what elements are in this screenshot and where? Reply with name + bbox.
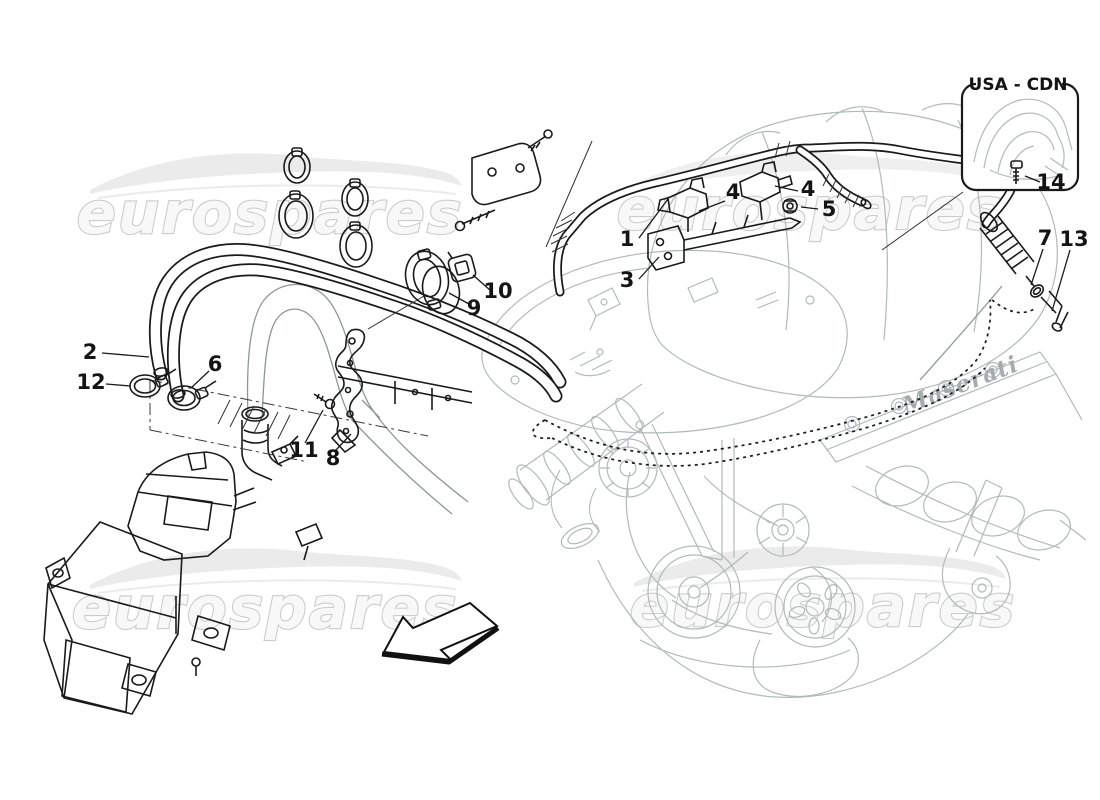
bracket-plate-and-screws [454, 129, 553, 232]
bolt-part-11 [313, 393, 336, 410]
hose-clamp-6 [167, 380, 217, 411]
purge-valve-right-4 [739, 161, 793, 221]
callout-14: 14 [1036, 170, 1065, 194]
hatch-band [217, 399, 291, 440]
hose-clamp-12 [129, 368, 177, 398]
clip-part-10 [447, 251, 477, 283]
cam-cover [819, 351, 1087, 541]
callout-4-left: 4 [726, 180, 741, 204]
reference-lines [367, 140, 964, 330]
callout-3: 3 [620, 268, 635, 292]
usa-cdn-inset: USA - CDN [960, 75, 1080, 192]
flex-hose-hatching [822, 173, 860, 208]
cover-emblem [569, 348, 613, 377]
accessory-drive [597, 423, 969, 698]
throttle-intake-tube [508, 383, 665, 510]
breather-hoses [148, 242, 567, 403]
engine-mount-arm [941, 479, 1011, 615]
intake-duct-arch [246, 283, 469, 515]
callout-13: 13 [1059, 227, 1088, 251]
plenum-front-cover [481, 249, 848, 434]
callout-1: 1 [620, 227, 635, 251]
mounting-rail [337, 365, 473, 410]
callout-4-right: 4 [801, 177, 816, 201]
damper-and-elbow [979, 211, 1069, 332]
watermark-text-top-left: eurospares [77, 179, 464, 247]
intake-plenum [646, 103, 1058, 399]
cam-ports [851, 465, 1071, 561]
inset-region-label: USA - CDN [969, 75, 1068, 95]
maserati-script: Maserati [898, 351, 1023, 420]
callout-8: 8 [326, 446, 341, 470]
inset-manifold-art [973, 98, 1073, 180]
callout-12: 12 [76, 370, 105, 394]
airbox-assembly [43, 406, 324, 715]
frame-construction-lines [149, 365, 473, 463]
water-elbow-pipe [550, 469, 601, 549]
direction-arrow [381, 601, 500, 665]
callout-numbers: 1 2 3 4 4 5 6 7 8 9 10 11 12 13 14 [76, 170, 1088, 470]
callout-11: 11 [289, 438, 318, 462]
dipstick-line [919, 285, 1003, 381]
leader-lines [101, 175, 1071, 451]
callout-2: 2 [83, 340, 98, 364]
bracket-part-8 [330, 328, 366, 454]
bolt-part-14 [1010, 160, 1023, 184]
bracket-part-3 [647, 214, 802, 271]
nut-part-5 [782, 198, 798, 214]
callout-6: 6 [208, 352, 223, 376]
clip-grommet-cluster [278, 147, 373, 268]
vacuum-routing-dotted [531, 299, 1037, 467]
callout-5: 5 [822, 197, 837, 221]
pipe-wrap-hatching [550, 140, 791, 253]
callout-10: 10 [483, 279, 512, 303]
clamp-part-9 [404, 248, 461, 315]
callout-9: 9 [467, 296, 482, 320]
callout-7: 7 [1038, 226, 1053, 250]
